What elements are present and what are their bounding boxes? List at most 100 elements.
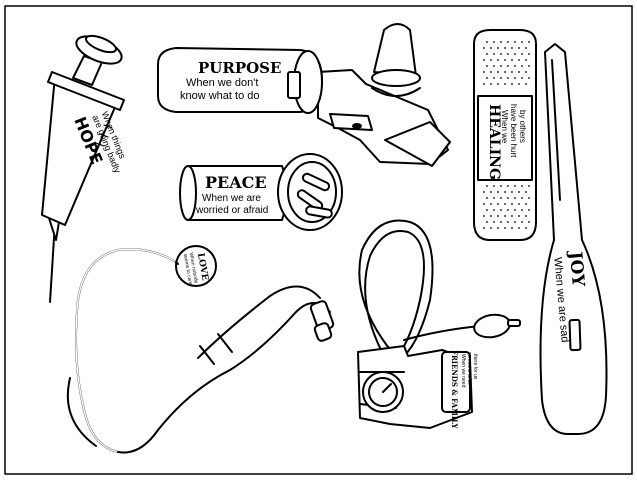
bandage-vent-hole bbox=[528, 77, 530, 79]
bandage-vent-hole bbox=[521, 65, 523, 67]
bandage-vent-hole bbox=[514, 65, 516, 67]
otoscope-neck bbox=[329, 113, 373, 131]
bandage-vent-hole bbox=[486, 41, 488, 43]
bandage-vent-hole bbox=[497, 71, 499, 73]
bandage-vent-hole bbox=[486, 197, 488, 199]
bandage-vent-hole bbox=[497, 191, 499, 193]
bandage-vent-hole bbox=[514, 53, 516, 55]
bandage-vent-hole bbox=[525, 83, 527, 85]
bandage-vent-hole bbox=[486, 185, 488, 187]
thermometer-display bbox=[568, 318, 582, 352]
bandage-vent-hole bbox=[514, 77, 516, 79]
cuff-hose-loop-inner bbox=[364, 230, 425, 357]
bandage-vent-hole bbox=[497, 203, 499, 205]
stethoscope-caption-line2: seems to care bbox=[182, 253, 193, 285]
bandage-vent-hole bbox=[504, 83, 506, 85]
bandage-caption-line2: have been hurt bbox=[509, 104, 518, 158]
bandage-vent-hole bbox=[483, 71, 485, 73]
stethoscope-title: LOVE bbox=[195, 252, 210, 281]
cuff-caption-line2: someone to be bbox=[466, 352, 472, 385]
bandage-vent-hole bbox=[528, 65, 530, 67]
bandage-vent-hole bbox=[521, 221, 523, 223]
bandage-vent-hole bbox=[528, 221, 530, 223]
bandage-vent-hole bbox=[486, 209, 488, 211]
bandage-vent-hole bbox=[518, 83, 520, 85]
bandage-vent-hole bbox=[490, 71, 492, 73]
pill-bottle-cap-inner bbox=[287, 161, 337, 223]
bandage-vent-hole bbox=[497, 227, 499, 229]
bandage-vent-hole bbox=[497, 83, 499, 85]
bandage-vent-hole bbox=[493, 41, 495, 43]
bandage-vent-hole bbox=[528, 53, 530, 55]
pill-bottle-caption-line2: worried or afraid bbox=[195, 205, 268, 216]
stethoscope-tube-inner bbox=[75, 248, 177, 453]
bandage-vent-hole bbox=[518, 47, 520, 49]
stethoscope-illustration: LOVE When nobody seems to care bbox=[66, 245, 335, 454]
bandage-vent-hole bbox=[500, 53, 502, 55]
bandage-vent-hole bbox=[490, 203, 492, 205]
bandage-vent-hole bbox=[483, 191, 485, 193]
bandage-vent-hole bbox=[528, 185, 530, 187]
pill-bottle-base bbox=[179, 165, 197, 221]
cuff-caption-line3: there for us bbox=[472, 354, 478, 380]
cuff-title: FRIENDS & FAMILY bbox=[450, 350, 459, 430]
bandage-vent-hole bbox=[493, 185, 495, 187]
bandage-vent-hole bbox=[518, 215, 520, 217]
bandage-vent-hole bbox=[507, 185, 509, 187]
stethoscope-chestpiece bbox=[175, 245, 217, 287]
bandage-vent-hole bbox=[497, 47, 499, 49]
bandage-vent-hole bbox=[490, 215, 492, 217]
bandage-vent-hole bbox=[514, 197, 516, 199]
syringe-tick bbox=[95, 142, 105, 147]
bandage-vent-hole bbox=[483, 47, 485, 49]
bandage-pad bbox=[477, 95, 533, 181]
stethoscope-tube bbox=[75, 248, 177, 453]
bandage-vent-hole bbox=[490, 47, 492, 49]
bandage-vent-hole bbox=[507, 77, 509, 79]
bandage-vent-hole bbox=[511, 71, 513, 73]
cuff-label-panel bbox=[441, 351, 471, 413]
pill-bottle-title: PEACE bbox=[205, 173, 267, 192]
bandage-vent-hole bbox=[500, 209, 502, 211]
stethoscope-yoke bbox=[199, 333, 233, 365]
bandage-vent-hole bbox=[486, 77, 488, 79]
bandage-vent-hole bbox=[518, 59, 520, 61]
otoscope-caption-line2: know what to do bbox=[180, 90, 260, 102]
bandage-vent-hole bbox=[525, 71, 527, 73]
bandage-vent-hole bbox=[514, 221, 516, 223]
stethoscope-chestpiece-stem bbox=[175, 261, 179, 265]
bandage-title: HEALING bbox=[486, 104, 502, 180]
bandage-vent-hole bbox=[514, 209, 516, 211]
thermometer-illustration: JOY When we are sad bbox=[539, 43, 608, 435]
bandage-vent-hole bbox=[486, 65, 488, 67]
bandage-vent-hole bbox=[507, 41, 509, 43]
bandage-vent-hole bbox=[507, 53, 509, 55]
bandage-vent-hole bbox=[483, 203, 485, 205]
bandage-vent-hole bbox=[521, 41, 523, 43]
bandage-vent-hole bbox=[486, 53, 488, 55]
bandage-vent-hole bbox=[493, 197, 495, 199]
bandage-vent-hole bbox=[518, 203, 520, 205]
pill-capsule bbox=[301, 172, 331, 192]
bandage-vent-hole bbox=[483, 83, 485, 85]
bandage-vent-hole bbox=[500, 77, 502, 79]
bandage-vent-hole bbox=[483, 227, 485, 229]
bandage-vent-hole bbox=[493, 221, 495, 223]
thermometer-tip-line bbox=[551, 59, 561, 201]
bandage-vent-hole bbox=[507, 209, 509, 211]
pill-capsule bbox=[305, 205, 333, 219]
bandage-vent-hole bbox=[521, 185, 523, 187]
bandage-vent-hole bbox=[490, 191, 492, 193]
bandage-vent-hole bbox=[490, 227, 492, 229]
bandage-vent-hole bbox=[490, 59, 492, 61]
bandage-vent-hole bbox=[525, 203, 527, 205]
bandage-vent-hole bbox=[504, 47, 506, 49]
syringe-flange bbox=[47, 71, 125, 111]
bandage-vent-hole bbox=[507, 221, 509, 223]
bandage-vent-hole bbox=[521, 53, 523, 55]
otoscope-illustration: PURPOSE When we don't know what to do bbox=[157, 23, 451, 167]
bandage-vent-hole bbox=[525, 227, 527, 229]
pill-bottle-caption-line1: When we are bbox=[202, 193, 261, 204]
bandage-vent-hole bbox=[525, 191, 527, 193]
